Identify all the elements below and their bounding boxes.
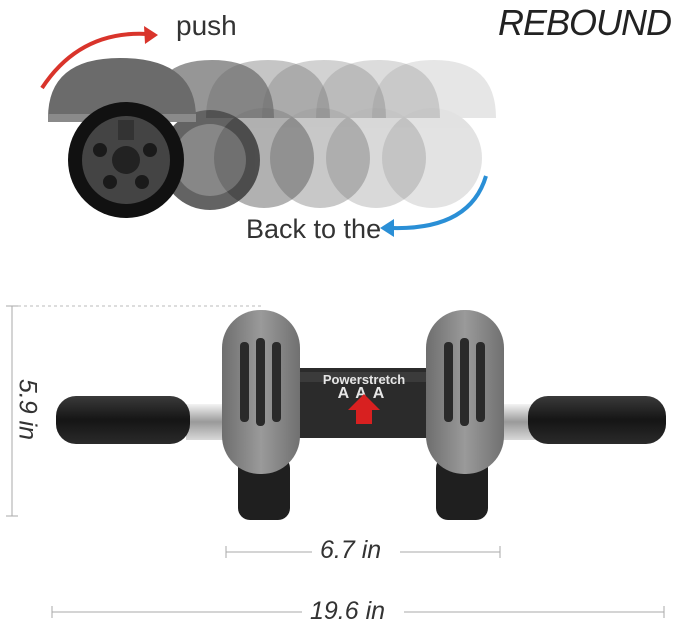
- push-arrow-head: [144, 26, 158, 44]
- wheel-width-label: 6.7 in: [320, 536, 382, 564]
- push-label: push: [176, 10, 237, 41]
- product-brand: Powerstretch: [323, 372, 405, 387]
- wheel-frame-5: [372, 60, 496, 208]
- back-label: Back to the: [246, 214, 382, 244]
- back-arrow: [391, 175, 488, 231]
- push-arrow: [40, 31, 149, 90]
- wheel-frame-3: [262, 60, 386, 208]
- wheel-frame-0: [48, 58, 196, 218]
- product-model: AAA: [338, 385, 391, 402]
- right-grip: [528, 396, 666, 444]
- brand-title: REBOUND: [497, 2, 672, 43]
- red-arrow-logo: [348, 394, 380, 424]
- left-grip: [56, 396, 190, 444]
- height-label: 5.9 in: [13, 378, 42, 441]
- total-width-label: 19.6 in: [310, 597, 386, 625]
- wheel-frame-4: [316, 60, 440, 208]
- back-arrow-head: [380, 219, 394, 237]
